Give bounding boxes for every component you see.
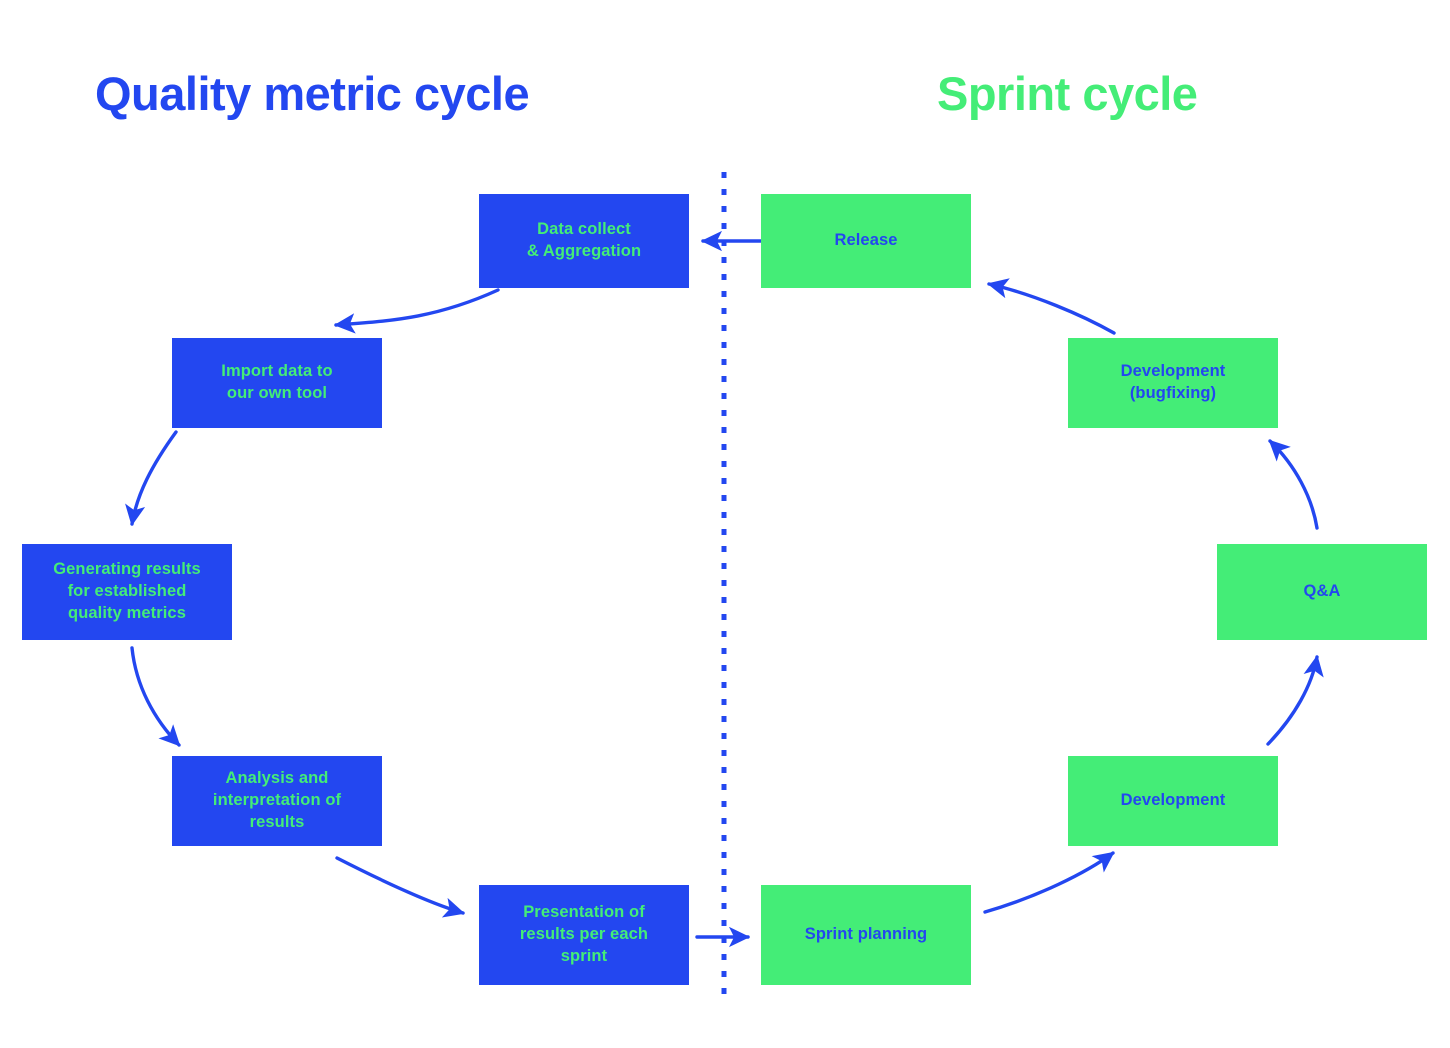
node-qa[interactable]: Q&A (1217, 544, 1427, 640)
page-title-quality-metric-cycle: Quality metric cycle (95, 67, 530, 120)
arrow-development-to-qa (1266, 654, 1324, 746)
arrow-development-bugfix-to-release (987, 278, 1116, 335)
node-sprint-planning[interactable]: Sprint planning (761, 885, 971, 985)
arrow-sprint-planning-to-development (983, 851, 1115, 914)
node-presentation[interactable]: Presentation of results per each sprint (479, 885, 689, 985)
arrow-analysis-to-presentation (335, 856, 465, 918)
page-title-sprint-cycle: Sprint cycle (937, 67, 1198, 120)
node-release[interactable]: Release (761, 194, 971, 288)
node-generating-results[interactable]: Generating results for established quali… (22, 544, 232, 640)
node-import-data[interactable]: Import data to our own tool (172, 338, 382, 428)
arrow-data-collect-to-import-data (333, 288, 500, 334)
node-development[interactable]: Development (1068, 756, 1278, 846)
node-development-bugfix[interactable]: Development (bugfixing) (1068, 338, 1278, 428)
arrow-qa-to-development-bugfix (1268, 439, 1319, 530)
arrow-generating-to-analysis (130, 646, 181, 747)
node-analysis[interactable]: Analysis and interpretation of results (172, 756, 382, 846)
arrow-import-data-to-generating (125, 430, 178, 527)
node-data-collect[interactable]: Data collect & Aggregation (479, 194, 689, 288)
